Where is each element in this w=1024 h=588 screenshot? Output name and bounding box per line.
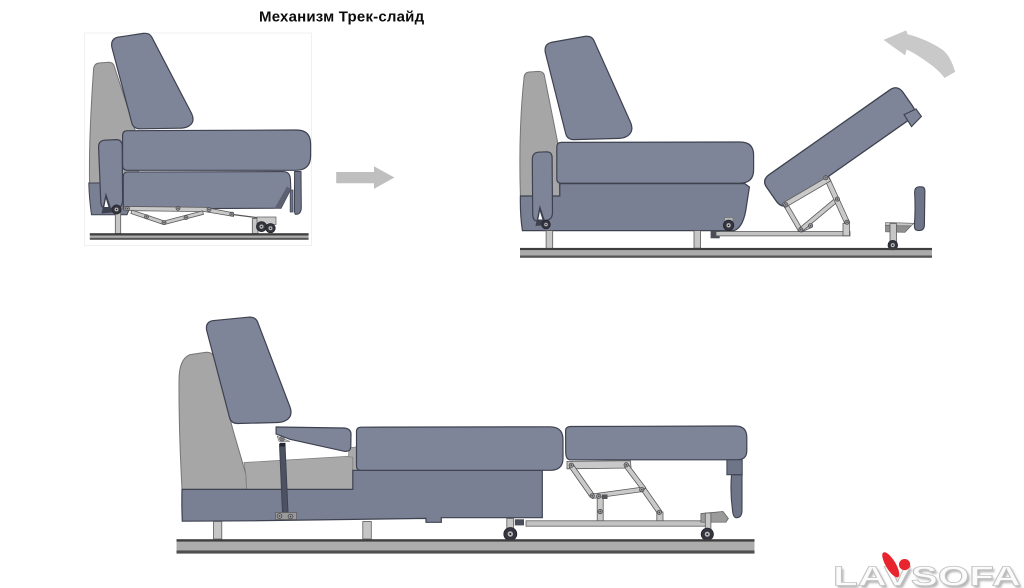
svg-text:Механизм Трек-слайд: Механизм Трек-слайд bbox=[259, 9, 425, 26]
svg-text:LAVSOFA: LAVSOFA bbox=[835, 563, 1023, 588]
svg-text:LAVSOFA: LAVSOFA bbox=[833, 561, 1021, 588]
